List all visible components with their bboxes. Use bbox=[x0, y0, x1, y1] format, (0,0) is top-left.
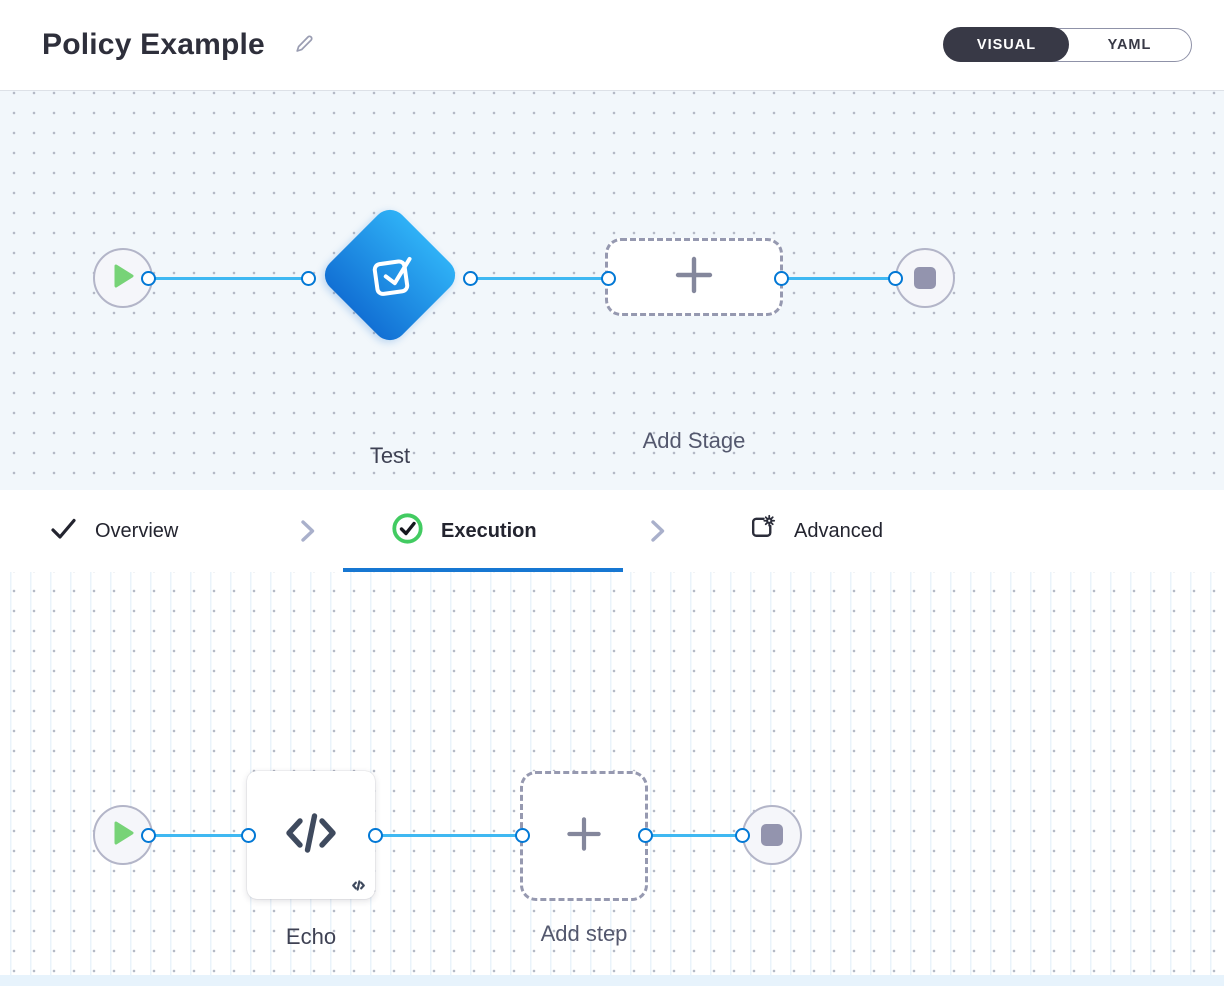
stage-pipeline-canvas[interactable]: Test Add Stage bbox=[0, 90, 1224, 490]
page-header: Policy Example VISUAL YAML bbox=[0, 0, 1224, 90]
edge bbox=[645, 833, 742, 837]
pipeline-end-node[interactable] bbox=[742, 805, 802, 865]
toggle-yaml[interactable]: YAML bbox=[1107, 37, 1152, 53]
edge bbox=[375, 833, 522, 837]
toggle-selected-pill bbox=[943, 27, 1070, 62]
link-port[interactable] bbox=[887, 270, 903, 286]
link-port[interactable] bbox=[600, 270, 616, 286]
active-tab-underline bbox=[343, 568, 623, 572]
add-step-label: Add step bbox=[540, 921, 628, 946]
edge bbox=[148, 833, 248, 837]
add-step-button[interactable] bbox=[520, 771, 648, 901]
tab-overview[interactable]: Overview bbox=[48, 490, 178, 572]
edge bbox=[470, 276, 608, 280]
tab-execution[interactable]: Execution bbox=[391, 490, 537, 572]
link-port[interactable] bbox=[240, 827, 256, 843]
link-port[interactable] bbox=[734, 827, 750, 843]
code-badge-icon bbox=[351, 879, 366, 892]
stage-node-label: Test bbox=[369, 443, 411, 468]
page-title: Policy Example bbox=[42, 28, 265, 61]
edge bbox=[781, 276, 895, 280]
check-square-icon bbox=[347, 232, 433, 318]
stage-node-test[interactable] bbox=[317, 202, 463, 348]
plus-icon bbox=[671, 252, 717, 303]
view-mode-toggle: VISUAL YAML bbox=[943, 27, 1192, 62]
chevron-right-icon bbox=[298, 490, 317, 572]
stage-config-tabbar: Overview Execution bbox=[0, 490, 1224, 572]
play-icon bbox=[112, 820, 135, 851]
stop-square-icon bbox=[914, 267, 936, 289]
add-stage-label: Add Stage bbox=[642, 428, 746, 453]
toggle-visual[interactable]: VISUAL bbox=[976, 37, 1037, 53]
check-icon bbox=[48, 514, 78, 549]
tab-label: Overview bbox=[95, 519, 179, 542]
pipeline-end-node[interactable] bbox=[895, 248, 955, 308]
plus-icon bbox=[563, 813, 605, 860]
tab-advanced[interactable]: Advanced bbox=[748, 490, 883, 572]
step-node-echo[interactable] bbox=[247, 771, 375, 899]
link-port[interactable] bbox=[300, 270, 316, 286]
next-section-strip bbox=[0, 975, 1224, 986]
link-port[interactable] bbox=[367, 827, 383, 843]
pencil-icon bbox=[293, 33, 315, 58]
tab-label: Advanced bbox=[794, 519, 883, 542]
tab-label: Execution bbox=[441, 519, 537, 542]
advanced-settings-icon bbox=[748, 514, 777, 548]
play-icon bbox=[112, 263, 135, 294]
code-icon bbox=[283, 806, 339, 865]
edit-title-button[interactable] bbox=[293, 33, 315, 58]
link-port[interactable] bbox=[773, 270, 789, 286]
step-pipeline-canvas[interactable]: Echo Add step bbox=[0, 572, 1224, 975]
link-port[interactable] bbox=[637, 827, 653, 843]
link-port[interactable] bbox=[462, 270, 478, 286]
add-stage-button[interactable] bbox=[605, 238, 783, 316]
link-port[interactable] bbox=[140, 827, 156, 843]
link-port[interactable] bbox=[140, 270, 156, 286]
check-circle-icon bbox=[391, 512, 424, 550]
step-node-label: Echo bbox=[285, 924, 337, 949]
link-port[interactable] bbox=[514, 827, 530, 843]
stop-square-icon bbox=[761, 824, 783, 846]
edge bbox=[148, 276, 308, 280]
chevron-right-icon bbox=[648, 490, 667, 572]
